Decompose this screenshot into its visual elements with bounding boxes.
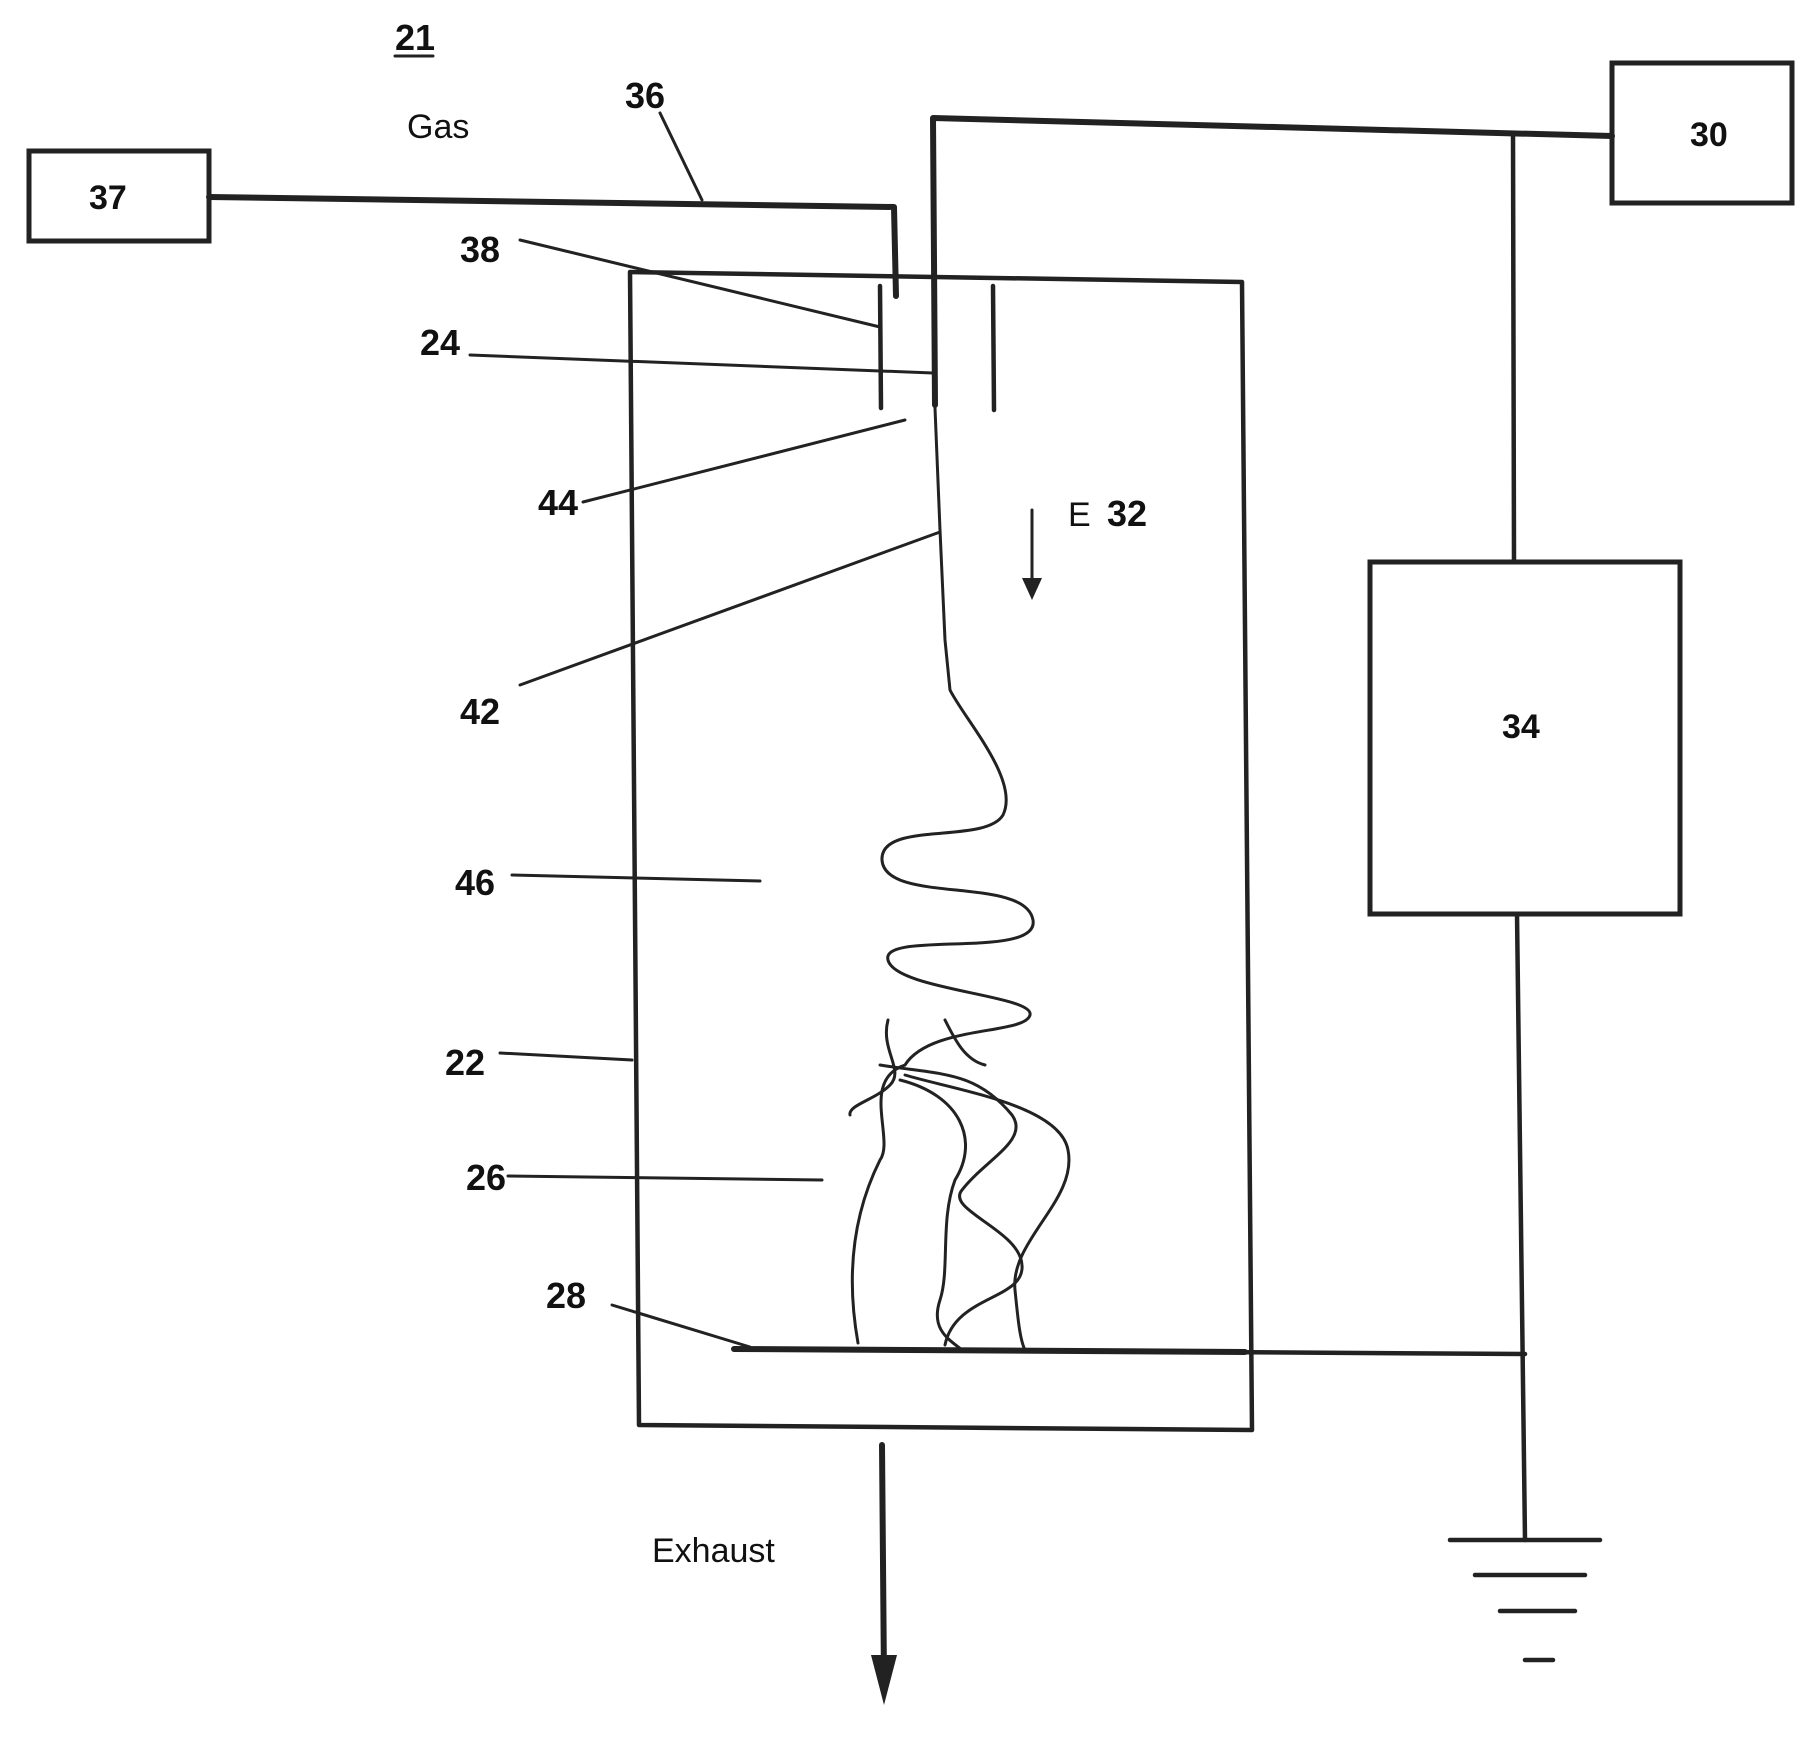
ref-22-leader: [500, 1053, 632, 1060]
ref-24: 24: [420, 322, 460, 363]
collector-plate: [734, 1349, 1245, 1352]
exhaust-arrow: [871, 1445, 897, 1705]
jet-stream: [882, 408, 1033, 1065]
electrode-38-right: [993, 286, 994, 410]
ref-44: 44: [538, 482, 578, 523]
ref-42-leader: [520, 532, 940, 685]
ground-line: [1517, 914, 1525, 1540]
branch-line-to-34: [1513, 133, 1514, 562]
ref-46: 46: [455, 862, 495, 903]
component-34-label: 34: [1502, 708, 1540, 746]
exhaust-label: Exhaust: [652, 1532, 775, 1570]
ref-28: 28: [546, 1275, 586, 1316]
power-supply-label: 30: [1690, 116, 1728, 154]
power-line: [933, 118, 1612, 405]
figure-number: 21: [395, 17, 435, 58]
ref-28-leader: [612, 1305, 750, 1347]
field-ref: 32: [1107, 493, 1147, 534]
chamber-wall: [630, 272, 1252, 1430]
gas-line-leader: [660, 113, 702, 200]
gas-source-label: 37: [89, 179, 127, 217]
ref-38-leader: [520, 240, 880, 327]
field-arrow: [1022, 510, 1042, 600]
ref-26-leader: [508, 1176, 822, 1180]
gas-line-ref: 36: [625, 75, 665, 116]
ground-icon: [1450, 1540, 1600, 1660]
fiber-mat: [850, 1020, 1069, 1350]
electrode-38-left: [880, 286, 881, 408]
ref-42: 42: [460, 691, 500, 732]
ref-26: 26: [466, 1157, 506, 1198]
ref-24-leader: [470, 355, 933, 373]
gas-label: Gas: [407, 108, 469, 146]
ref-22: 22: [445, 1042, 485, 1083]
field-label: E: [1068, 496, 1091, 534]
ref-38: 38: [460, 229, 500, 270]
